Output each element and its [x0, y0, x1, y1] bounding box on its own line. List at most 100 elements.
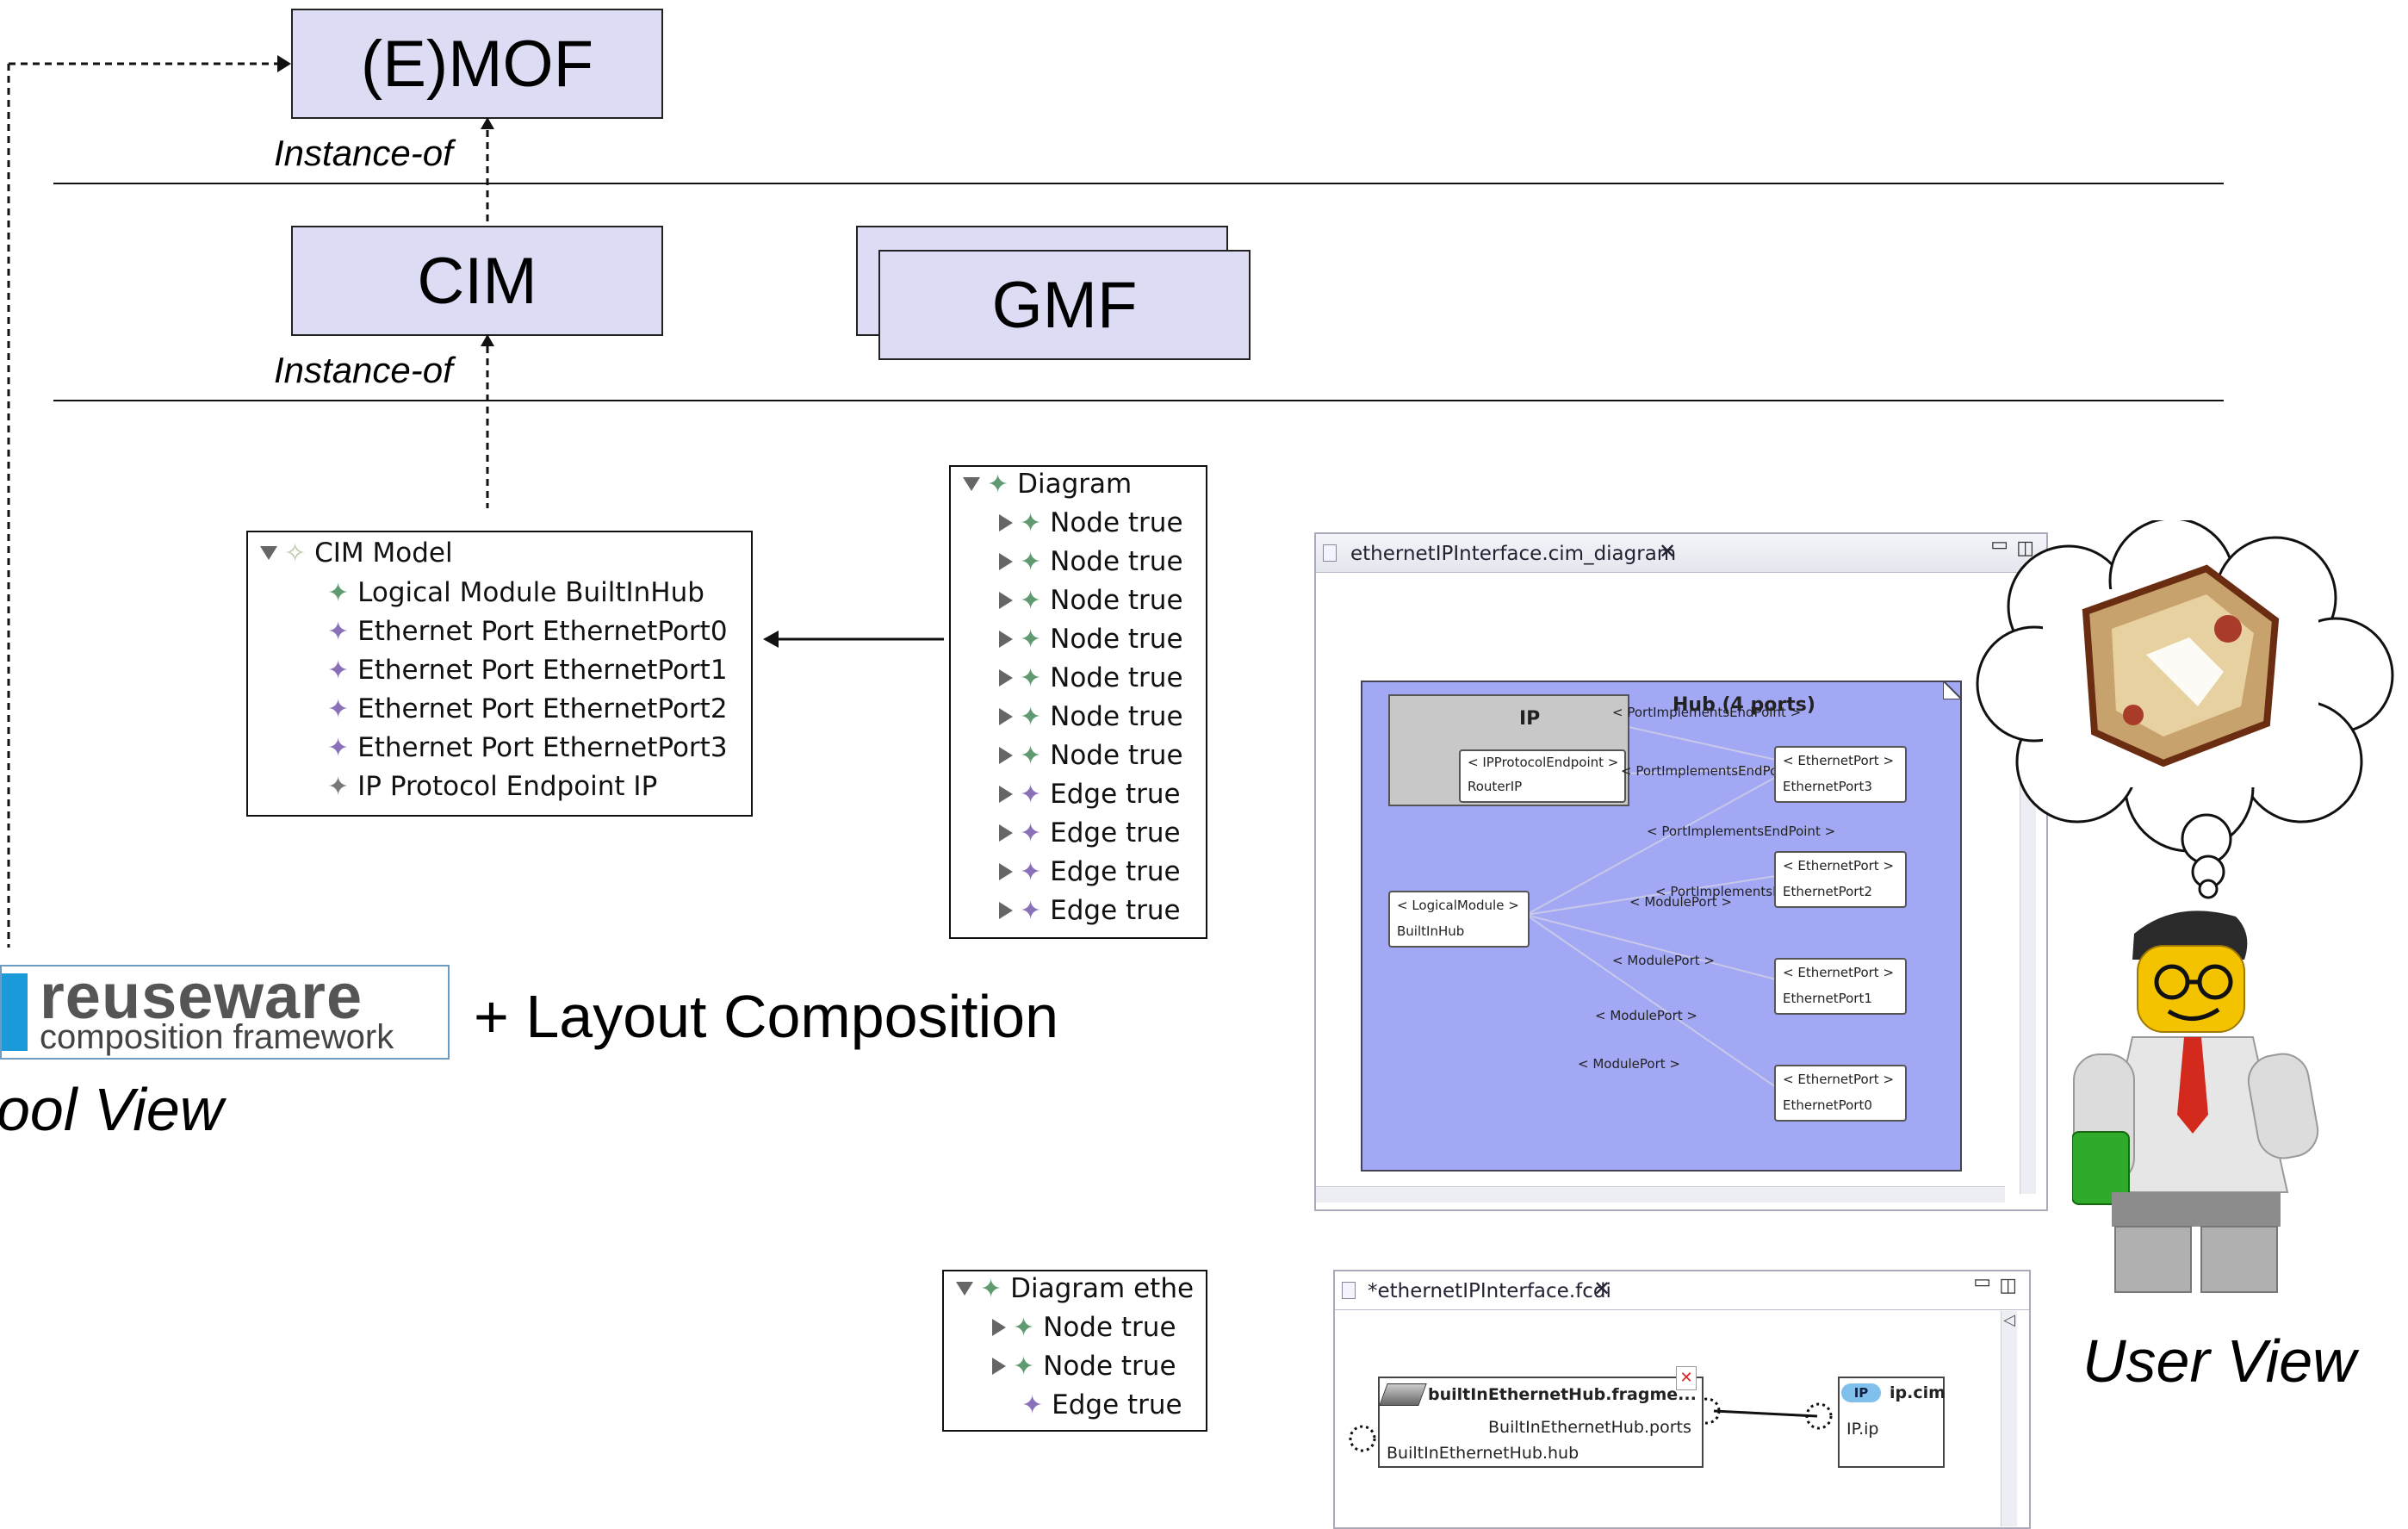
tree-item-label: Ethernet Port EthernetPort3 — [357, 732, 728, 763]
tree-item[interactable]: ✦Edge true — [999, 779, 1181, 810]
hub-container[interactable]: Hub (4 ports) IP < IPProtocolEndpoint > … — [1361, 681, 1962, 1172]
ethernet-port-box[interactable]: < EthernetPort > EthernetPort2 — [1774, 851, 1907, 908]
gmf-label: GMF — [991, 268, 1138, 342]
port-name: EthernetPort0 — [1783, 1097, 1872, 1113]
gmf-box: GMF — [878, 250, 1251, 360]
expand-right-icon[interactable] — [999, 631, 1013, 648]
diamond-icon: ✦ — [1020, 701, 1042, 732]
cim-tree-root-label: CIM Model — [314, 538, 453, 569]
edge-label: < ModulePort > — [1578, 1056, 1680, 1072]
tree-item[interactable]: ✦Edge true — [999, 817, 1181, 848]
tree-item[interactable]: ✦Logical Module BuiltInHub — [320, 577, 704, 608]
fragment-ports: BuiltInEthernetHub.ports — [1488, 1418, 1691, 1437]
delete-marker-icon[interactable]: ✕ — [1676, 1366, 1697, 1390]
diamond-icon: ✦ — [1021, 1389, 1044, 1420]
instance-of-label-2: Instance-of — [274, 350, 453, 390]
tree-item[interactable]: ✦Edge true — [999, 856, 1181, 887]
tree-item-label: Node true — [1050, 585, 1183, 616]
edge-label: < PortImplementsEndPoint > — [1612, 705, 1802, 720]
ip-cim-title: ip.cim — [1890, 1383, 1946, 1402]
expand-right-icon[interactable] — [999, 592, 1013, 609]
tree-item-label: Node true — [1050, 740, 1183, 771]
tree-item[interactable]: ✦Node true — [999, 662, 1183, 693]
close-icon[interactable]: ✕ — [1659, 539, 1677, 563]
editor-tab-bar: *ethernetIPInterface.fcdi ✕ ▭ ◫ — [1335, 1271, 2029, 1310]
fcdi-file-icon — [1342, 1282, 1356, 1299]
ethernet-port-box[interactable]: < EthernetPort > EthernetPort3 — [1774, 746, 1907, 803]
tree-item[interactable]: ✦Node true — [999, 585, 1183, 616]
ip-endpoint-box[interactable]: < IPProtocolEndpoint > RouterIP — [1459, 749, 1626, 803]
tree-item-label: Node true — [1043, 1351, 1176, 1382]
minimize-icon[interactable]: ▭ — [1973, 1271, 1991, 1293]
ip-cim-box[interactable]: IP ip.cim IP.ip — [1838, 1377, 1946, 1468]
tree-item[interactable]: ✦Node true — [999, 701, 1183, 732]
cim-label: CIM — [417, 244, 537, 318]
editor-tab-title[interactable]: *ethernetIPInterface.fcdi — [1368, 1280, 1611, 1302]
expand-right-icon[interactable] — [992, 1358, 1006, 1375]
fragment-box[interactable]: builtInEthernetHub.fragme... BuiltInEthe… — [1378, 1377, 1704, 1468]
diagram-tree-2-root[interactable]: ✦ Diagram ethe — [956, 1273, 1194, 1304]
lego-figure — [2072, 911, 2319, 1293]
tree-item-label: Logical Module BuiltInHub — [357, 577, 704, 608]
tree-item[interactable]: ✦Node true — [999, 740, 1183, 771]
emof-label: (E)MOF — [360, 27, 594, 101]
tree-item[interactable]: ✦Node true — [999, 546, 1183, 577]
ip-container[interactable]: IP < IPProtocolEndpoint > RouterIP — [1388, 694, 1629, 806]
edge-label: < ModulePort > — [1612, 953, 1715, 968]
diagram-tree-root[interactable]: ✦ Diagram — [963, 469, 1132, 500]
fragment-title: builtInEthernetHub.fragme... — [1428, 1385, 1697, 1404]
tree-item[interactable]: ✦Node true — [999, 624, 1183, 655]
cim-tree-root[interactable]: ✧ CIM Model — [260, 538, 453, 569]
port-type: < EthernetPort > — [1783, 1072, 1895, 1087]
logical-module-type: < LogicalModule > — [1397, 898, 1519, 913]
tree-item-label: Edge true — [1050, 779, 1181, 810]
port-type: < EthernetPort > — [1783, 858, 1895, 873]
tree-item[interactable]: ✦Node true — [992, 1351, 1176, 1382]
diamond-icon: ✧ — [284, 538, 307, 569]
scroll-left-arrow-icon[interactable]: ◁ — [2003, 1311, 2015, 1329]
expand-right-icon[interactable] — [999, 824, 1013, 842]
editor-scrollbar-right[interactable]: ◁ — [2001, 1311, 2017, 1526]
tree-item[interactable]: ✦Ethernet Port EthernetPort1 — [320, 655, 728, 686]
expand-right-icon[interactable] — [999, 863, 1013, 880]
expand-right-icon[interactable] — [999, 902, 1013, 919]
diamond-icon: ✦ — [327, 577, 350, 608]
expand-right-icon[interactable] — [999, 708, 1013, 725]
minimize-icon[interactable]: ▭ — [1990, 534, 2008, 556]
reuseware-tagline: composition framework — [40, 1018, 394, 1056]
edge-label: < ModulePort > — [1629, 894, 1732, 910]
expand-down-icon[interactable] — [260, 546, 277, 560]
tree-item[interactable]: ✦Edge true — [999, 895, 1181, 926]
expand-right-icon[interactable] — [992, 1319, 1006, 1336]
tree-item[interactable]: ✦Edge true — [1015, 1389, 1182, 1420]
editor-tab-title[interactable]: ethernetIPInterface.cim_diagram — [1350, 543, 1677, 565]
tree-item[interactable]: ✦Ethernet Port EthernetPort3 — [320, 732, 728, 763]
ethernet-port-box[interactable]: < EthernetPort > EthernetPort1 — [1774, 958, 1907, 1015]
editor-scrollbar-bottom[interactable] — [1316, 1186, 2005, 1203]
tree-item[interactable]: ✦IP Protocol Endpoint IP — [320, 771, 657, 802]
tree-item[interactable]: ✦Ethernet Port EthernetPort0 — [320, 616, 728, 647]
expand-down-icon[interactable] — [963, 477, 980, 491]
diagram-tree-root-label: Diagram — [1017, 469, 1133, 500]
expand-right-icon[interactable] — [999, 553, 1013, 570]
tree-item[interactable]: ✦ Node true — [992, 1312, 1176, 1343]
expand-right-icon[interactable] — [999, 747, 1013, 764]
expand-right-icon[interactable] — [999, 786, 1013, 803]
maximize-icon[interactable]: ◫ — [1999, 1275, 2017, 1296]
diamond-icon: ✦ — [1013, 1312, 1035, 1343]
ethernet-port-box[interactable]: < EthernetPort > EthernetPort0 — [1774, 1065, 1907, 1122]
tree-item-label: Edge true — [1050, 817, 1181, 848]
diamond-icon: ✦ — [327, 693, 350, 724]
diamond-icon: ✦ — [1020, 546, 1042, 577]
tree-item-label: Node true — [1043, 1312, 1176, 1343]
close-icon[interactable]: ✕ — [1593, 1277, 1611, 1301]
expand-down-icon[interactable] — [956, 1282, 973, 1296]
expand-right-icon[interactable] — [999, 514, 1013, 531]
logical-module-box[interactable]: < LogicalModule > BuiltInHub — [1388, 891, 1530, 948]
diamond-icon: ✦ — [327, 732, 350, 763]
tree-item-label: Node true — [1050, 662, 1183, 693]
maximize-icon[interactable]: ◫ — [2016, 538, 2034, 559]
expand-right-icon[interactable] — [999, 669, 1013, 687]
tree-item[interactable]: ✦Ethernet Port EthernetPort2 — [320, 693, 728, 724]
tree-item[interactable]: ✦Node true — [999, 507, 1183, 538]
